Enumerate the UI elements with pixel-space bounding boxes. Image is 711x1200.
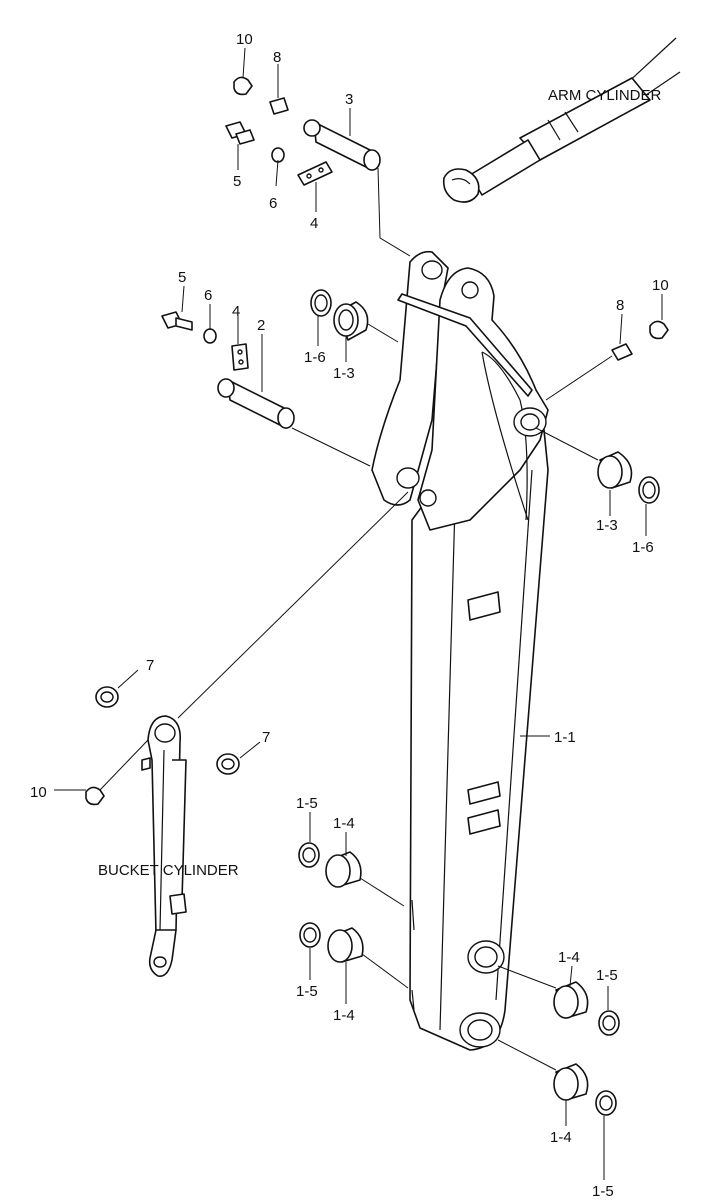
label-1-4: 1-4 bbox=[333, 1007, 355, 1024]
clip-10-right bbox=[649, 320, 669, 340]
clip-10-top bbox=[233, 76, 253, 96]
label-5: 5 bbox=[233, 173, 241, 190]
label-3: 3 bbox=[345, 91, 353, 108]
label-6: 6 bbox=[269, 195, 277, 212]
bushing-1-3-left bbox=[333, 301, 399, 343]
label-5: 5 bbox=[178, 269, 186, 286]
label-2: 2 bbox=[257, 317, 265, 334]
label-bucket-cylinder: BUCKET CYLINDER bbox=[98, 862, 239, 879]
washer-6-top bbox=[271, 147, 285, 163]
label-1-1: 1-1 bbox=[554, 729, 576, 746]
bushing-1-3-right bbox=[535, 427, 633, 489]
label-1-5: 1-5 bbox=[296, 983, 318, 1000]
nipple-8-right bbox=[545, 343, 633, 401]
label-arm-cylinder: ARM CYLINDER bbox=[548, 87, 662, 104]
label-1-5: 1-5 bbox=[596, 967, 618, 984]
label-8: 8 bbox=[273, 49, 281, 66]
washer-6-lower bbox=[203, 328, 217, 344]
label-4: 4 bbox=[310, 215, 318, 232]
bushing-1-4-d bbox=[497, 1039, 589, 1101]
label-1-5: 1-5 bbox=[592, 1183, 614, 1200]
part-labels: 10 8 3 5 6 4 5 6 4 2 1-6 1-3 8 10 1-3 1-… bbox=[30, 31, 669, 1200]
label-6: 6 bbox=[204, 287, 212, 304]
arm-body bbox=[371, 250, 549, 1051]
bushing-1-4-b bbox=[327, 927, 409, 989]
label-7: 7 bbox=[262, 729, 270, 746]
label-1-4: 1-4 bbox=[558, 949, 580, 966]
pin-3 bbox=[303, 119, 411, 257]
pin-2 bbox=[217, 378, 371, 467]
label-1-6: 1-6 bbox=[632, 539, 654, 556]
leader-lines bbox=[54, 47, 663, 1180]
nipple-8-top bbox=[269, 97, 289, 115]
bolt-5-lower bbox=[161, 311, 193, 331]
plate-4-top bbox=[297, 161, 333, 186]
label-1-6: 1-6 bbox=[304, 349, 326, 366]
label-8: 8 bbox=[616, 297, 624, 314]
bolt-5-top bbox=[225, 121, 255, 170]
label-4: 4 bbox=[232, 303, 240, 320]
bushing-1-4-a bbox=[325, 851, 405, 907]
label-1-3: 1-3 bbox=[596, 517, 618, 534]
label-1-4: 1-4 bbox=[550, 1129, 572, 1146]
label-10: 10 bbox=[236, 31, 253, 48]
bushing-1-4-c bbox=[497, 965, 589, 1019]
label-1-3: 1-3 bbox=[333, 365, 355, 382]
plate-4-lower bbox=[231, 343, 249, 371]
clip-10-bottom bbox=[85, 786, 105, 806]
label-10: 10 bbox=[652, 277, 669, 294]
arm-cylinder bbox=[442, 37, 681, 203]
label-7: 7 bbox=[146, 657, 154, 674]
label-10: 10 bbox=[30, 784, 47, 801]
label-1-4: 1-4 bbox=[333, 815, 355, 832]
label-1-5: 1-5 bbox=[296, 795, 318, 812]
bucket-cylinder bbox=[141, 491, 409, 977]
